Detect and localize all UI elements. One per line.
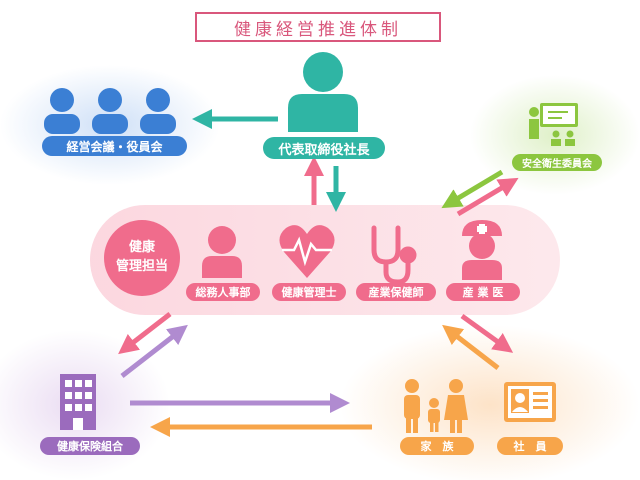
building-icon: [60, 374, 96, 430]
safety-committee-label: 安全衛生委員会: [512, 154, 602, 171]
arrow-health-to-safety: [456, 177, 519, 217]
group-icon: [44, 88, 176, 134]
worker-icon: [202, 226, 242, 278]
health-manager-label: 健康 管理担当: [115, 240, 168, 274]
arrow-employee-to-health: [442, 324, 500, 370]
arrow-health-to-insurance: [118, 312, 172, 355]
arrow-safety-to-health: [441, 169, 504, 209]
presentation-icon: [529, 103, 578, 146]
insurance-label: 健康保険組合: [40, 437, 140, 455]
board-label: 経営会議・役員会: [42, 136, 187, 156]
id-card-icon: [504, 382, 556, 422]
stethoscope-icon: [371, 225, 417, 285]
heartbeat-icon: [279, 225, 335, 278]
occupational-doctor-label: 産 業 医: [446, 283, 520, 301]
doctor-icon: [462, 220, 502, 280]
arrow-insurance-to-health: [120, 324, 188, 378]
page-title: 健康経営推進体制: [195, 12, 441, 42]
occupational-nurse-label: 産業保健師: [356, 283, 436, 301]
health-supervisor-label: 健康管理士: [272, 283, 346, 301]
arrow-health-to-employee: [460, 313, 514, 353]
family-label: 家 族: [400, 437, 474, 455]
health-manager-circle: [104, 220, 180, 296]
family-icon: [404, 379, 468, 433]
general-affairs-label: 総務人事部: [186, 283, 260, 301]
person-icon: [288, 52, 358, 132]
ceo-label: 代表取締役社長: [263, 137, 385, 159]
employee-label: 社 員: [497, 437, 563, 455]
